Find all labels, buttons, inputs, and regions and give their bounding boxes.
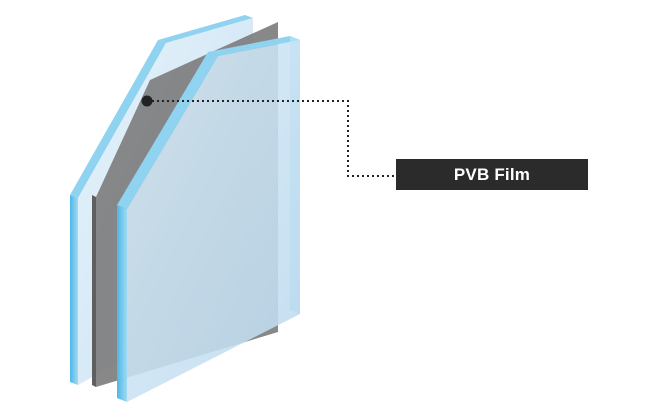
front-glass-pane — [117, 36, 300, 402]
callout-leader-line — [141, 95, 396, 177]
callout-label: PVB Film — [396, 159, 588, 190]
callout-label-text: PVB Film — [453, 164, 531, 184]
